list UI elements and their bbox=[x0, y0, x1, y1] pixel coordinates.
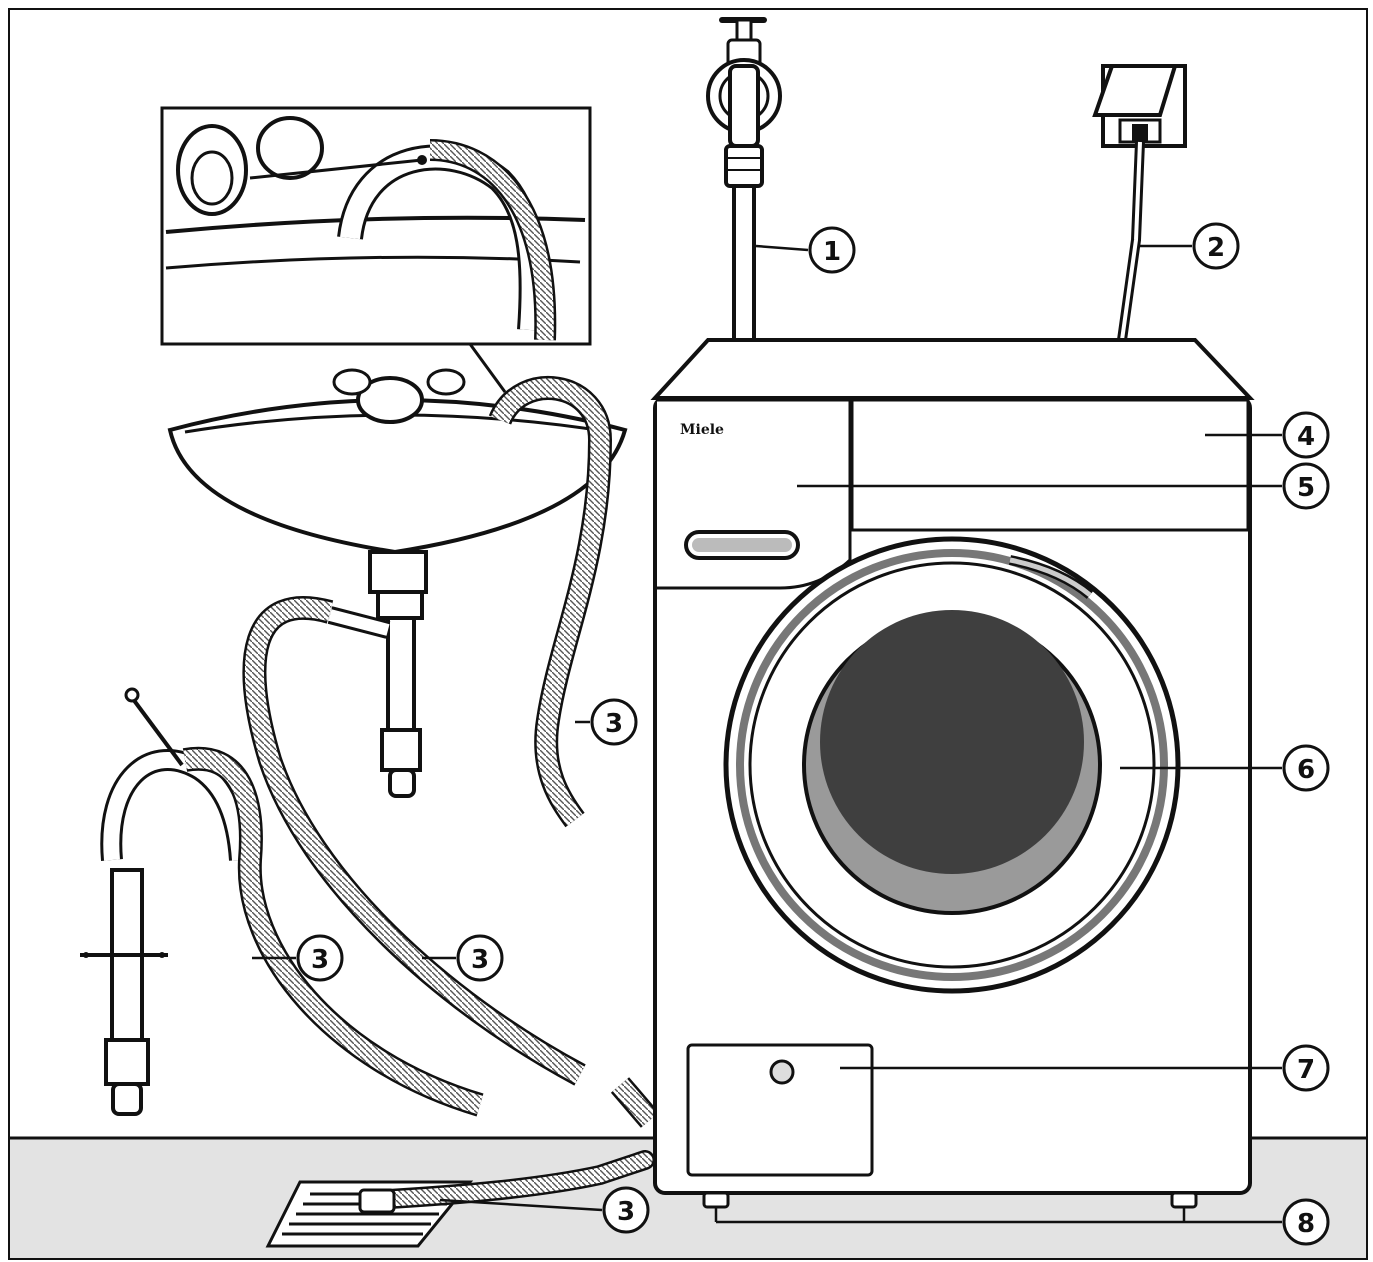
callout-2: 2 bbox=[1192, 222, 1240, 270]
foot-right bbox=[1170, 1191, 1198, 1209]
power-socket-icon bbox=[1092, 64, 1187, 148]
callout-5: 5 bbox=[1282, 462, 1330, 510]
leader-lines bbox=[252, 244, 1282, 1224]
diagram-frame bbox=[8, 8, 1368, 1260]
callout-3-siphon: 3 bbox=[456, 934, 504, 982]
svg-text:6: 6 bbox=[1297, 755, 1315, 785]
svg-text:2: 2 bbox=[1207, 233, 1225, 263]
svg-text:4: 4 bbox=[1297, 422, 1315, 452]
sink-detail-inset bbox=[160, 106, 592, 346]
inset-pointer bbox=[468, 343, 507, 393]
callout-8: 8 bbox=[1282, 1198, 1330, 1246]
svg-text:8: 8 bbox=[1297, 1209, 1315, 1239]
foot-left bbox=[702, 1191, 730, 1209]
service-flap-knob bbox=[769, 1059, 795, 1085]
service-flap bbox=[686, 1043, 874, 1177]
washing-machine: Miele bbox=[650, 338, 1255, 1209]
brand-logo: Miele bbox=[680, 422, 724, 438]
svg-text:3: 3 bbox=[605, 709, 623, 739]
svg-text:1: 1 bbox=[823, 237, 841, 267]
callout-3-sink: 3 bbox=[590, 698, 638, 746]
svg-text:5: 5 bbox=[1297, 473, 1315, 503]
svg-text:3: 3 bbox=[617, 1197, 635, 1227]
callout-4: 4 bbox=[1282, 411, 1330, 459]
inlet-hose bbox=[732, 184, 756, 344]
callout-7: 7 bbox=[1282, 1044, 1330, 1092]
water-tap-icon bbox=[706, 17, 782, 188]
svg-text:3: 3 bbox=[311, 945, 329, 975]
washbasin bbox=[167, 368, 628, 798]
callout-3-floor: 3 bbox=[602, 1186, 650, 1234]
svg-text:3: 3 bbox=[471, 945, 489, 975]
svg-text:7: 7 bbox=[1297, 1055, 1315, 1085]
callout-6: 6 bbox=[1282, 744, 1330, 792]
control-panel bbox=[850, 398, 1250, 532]
door-glass bbox=[820, 610, 1084, 874]
callout-3-standpipe: 3 bbox=[296, 934, 344, 982]
hose-connector-floor bbox=[358, 1188, 396, 1214]
callout-1: 1 bbox=[808, 226, 856, 274]
